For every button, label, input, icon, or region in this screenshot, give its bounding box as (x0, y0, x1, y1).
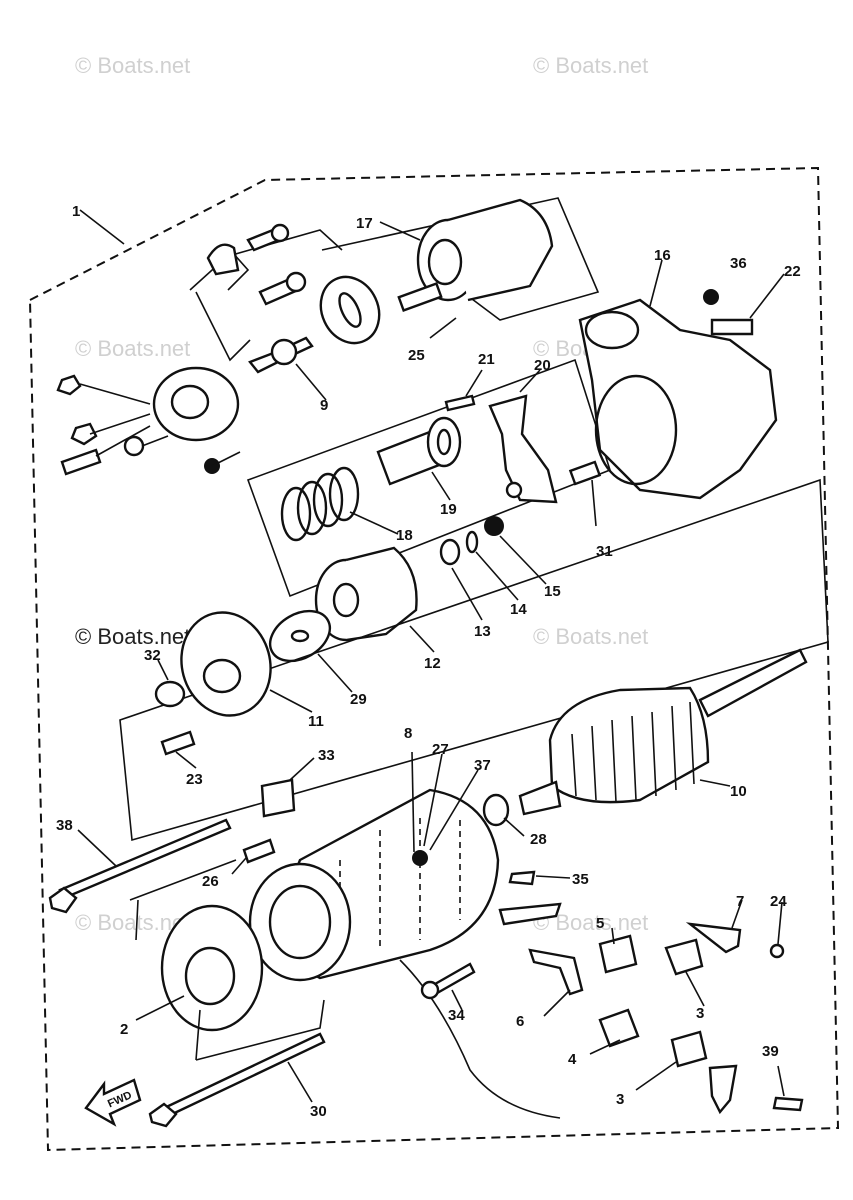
watermark-text: © Boats.net (533, 53, 649, 78)
terminal-lead (708, 1064, 738, 1115)
bushing-32 (154, 680, 186, 708)
callout-4: 4 (568, 1051, 577, 1068)
callout-31: 31 (596, 543, 613, 560)
leader-lines (77, 209, 785, 1103)
callout-9: 9 (320, 397, 328, 414)
callout-13: 13 (474, 623, 491, 640)
solenoid-plate (319, 275, 381, 345)
callout-37: 37 (474, 757, 491, 774)
callout-19: 19 (440, 501, 457, 518)
bolt-23 (160, 730, 196, 756)
brush-spring-35 (508, 870, 536, 886)
pin (568, 460, 602, 486)
solenoid-cover (397, 198, 554, 312)
screw-39 (772, 1096, 804, 1112)
end-cover-frame (129, 859, 325, 1061)
brush-4 (598, 1008, 640, 1048)
watermark-text: © Boats.net (75, 624, 191, 649)
callout-14: 14 (510, 601, 527, 618)
grommet-27 (412, 850, 428, 866)
callout-numbers: 1 2 3 3 4 5 6 7 8 9 10 11 12 13 14 15 16… (56, 203, 801, 1120)
plug-33 (260, 778, 296, 818)
callout-23: 23 (186, 771, 203, 788)
fwd-arrow: FWD (84, 1078, 142, 1127)
plunger (376, 416, 462, 486)
callout-25: 25 (408, 347, 425, 364)
callout-15: 15 (544, 583, 561, 600)
terminal-7 (685, 922, 742, 954)
pinion-group-frame (246, 358, 611, 598)
callout-33: 33 (318, 747, 335, 764)
left-group-lines (79, 383, 241, 467)
callout-8: 8 (404, 725, 412, 742)
callout-27: 27 (432, 741, 449, 758)
callout-16: 16 (654, 247, 671, 264)
callout-10: 10 (730, 783, 747, 800)
washer-13 (439, 538, 461, 566)
callout-38: 38 (56, 817, 73, 834)
watermark-text: © Boats.net (75, 336, 191, 361)
end-cover (160, 904, 264, 1032)
brush-holder-6 (528, 948, 584, 996)
pin-22 (710, 318, 754, 336)
callout-3: 3 (616, 1091, 624, 1108)
callout-7: 7 (736, 893, 744, 910)
yoke (248, 788, 500, 982)
armature (518, 648, 808, 816)
watermark-text: © Boats.net (533, 624, 649, 649)
terminal-bolt (248, 336, 314, 374)
through-bolt-30 (158, 1032, 326, 1120)
brush-3-upper (664, 938, 704, 976)
brush-3-lower (670, 1030, 708, 1068)
callout-39: 39 (762, 1043, 779, 1060)
callout-21: 21 (478, 351, 495, 368)
callout-26: 26 (202, 873, 219, 890)
washer-24 (769, 943, 785, 959)
watermark-text: © Boats.net (75, 53, 191, 78)
gear-group-frame (119, 478, 829, 842)
callout-34: 34 (448, 1007, 465, 1024)
callout-3: 3 (696, 1005, 704, 1022)
callout-35: 35 (572, 871, 589, 888)
nut-36 (703, 289, 719, 305)
brush-lead (498, 902, 562, 926)
pinion-assembly (314, 546, 418, 642)
screw-26 (242, 838, 276, 864)
plunger-spring (280, 466, 360, 542)
callout-12: 12 (424, 655, 441, 672)
callout-30: 30 (310, 1103, 327, 1120)
callout-28: 28 (530, 831, 547, 848)
assembly-boundary (28, 166, 840, 1152)
nut-15 (484, 516, 504, 536)
callout-22: 22 (784, 263, 801, 280)
washer-28 (482, 793, 510, 827)
callout-6: 6 (516, 1013, 524, 1030)
callout-2: 2 (120, 1021, 128, 1038)
end-cover-small (152, 366, 240, 442)
callout-32: 32 (144, 647, 161, 664)
ring-14 (465, 530, 479, 554)
drive-end-housing (578, 298, 778, 500)
callout-24: 24 (770, 893, 787, 910)
callout-29: 29 (350, 691, 367, 708)
callout-20: 20 (534, 357, 551, 374)
callout-36: 36 (730, 255, 747, 272)
callout-11: 11 (308, 713, 324, 730)
callout-18: 18 (396, 527, 413, 544)
bearing-plate (180, 611, 272, 717)
brush-5 (598, 934, 638, 974)
callout-1: 1 (72, 203, 80, 220)
callout-17: 17 (356, 215, 373, 232)
shift-lever (444, 394, 558, 504)
top-bolts (206, 223, 307, 306)
callout-5: 5 (596, 915, 604, 932)
